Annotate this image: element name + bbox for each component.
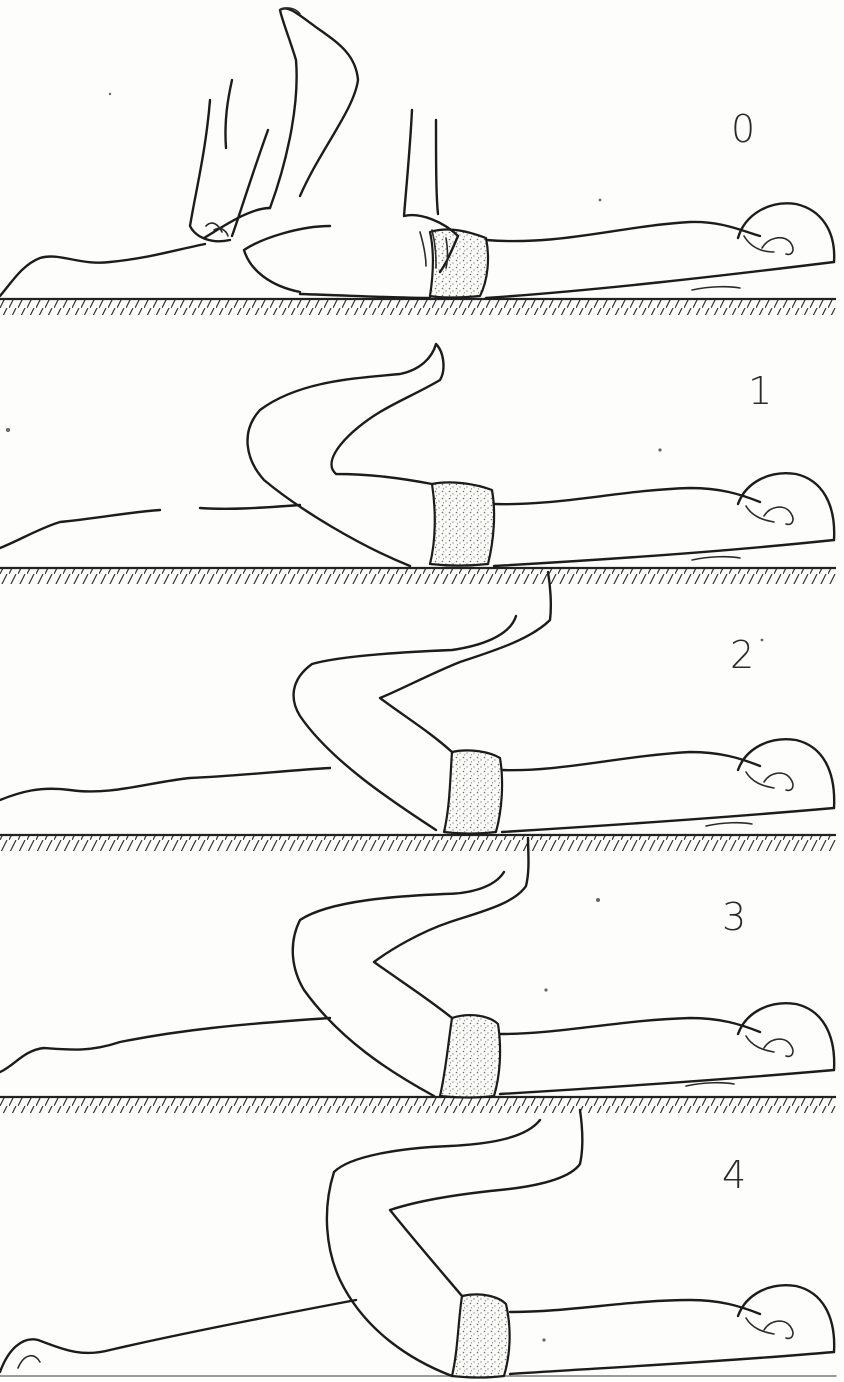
body-lower-line	[510, 1352, 834, 1374]
body-outline	[0, 1300, 760, 1372]
shorts	[430, 230, 488, 298]
face-line	[746, 772, 774, 788]
face-line	[744, 236, 774, 252]
scan-noise	[6, 93, 763, 1342]
body-lower-line	[500, 1070, 834, 1094]
ear	[764, 507, 793, 524]
head-outline	[738, 1003, 834, 1070]
shorts	[440, 1015, 500, 1097]
ear	[764, 1039, 793, 1056]
ear	[764, 773, 793, 790]
shorts	[444, 750, 502, 833]
arm-under	[706, 823, 752, 826]
panel-label-3: 3	[722, 895, 746, 939]
body-outline	[0, 222, 760, 298]
table-hatch	[0, 1097, 836, 1113]
panel-2: 2	[0, 572, 836, 851]
panel-1: 1	[0, 344, 836, 584]
leg-flexed	[327, 1110, 582, 1376]
ear	[764, 1321, 793, 1338]
body-lower-line	[486, 262, 834, 298]
body-outline	[0, 488, 760, 548]
leg-flexed	[270, 8, 358, 208]
panel-label-1: 1	[748, 369, 772, 413]
panel-3: 3	[0, 838, 836, 1113]
body-lower-line	[494, 540, 834, 566]
thigh	[204, 208, 330, 292]
arm-under	[692, 287, 740, 290]
shorts	[430, 482, 494, 565]
arm-under	[692, 557, 740, 560]
leg-flexed	[248, 344, 444, 566]
head-outline	[738, 1285, 834, 1352]
panel-label-0: 0	[731, 107, 755, 151]
table-hatch	[0, 568, 836, 584]
head-outline	[738, 473, 834, 540]
table-hatch	[0, 835, 836, 851]
arm-under	[686, 1083, 734, 1086]
panel-0: 0	[0, 8, 836, 315]
face-line	[746, 506, 774, 522]
panel-label-4: 4	[722, 1153, 746, 1197]
foot-mark	[18, 1356, 40, 1368]
face-line	[746, 1036, 774, 1052]
body-lower-line	[502, 808, 834, 832]
face-line	[746, 1318, 774, 1334]
panel-label-2: 2	[730, 633, 754, 677]
leg-flexed	[294, 572, 551, 830]
panel-4: 4	[0, 1110, 836, 1378]
table-hatch	[0, 299, 836, 315]
examiner-arm-left	[190, 80, 268, 241]
shorts	[452, 1294, 510, 1377]
